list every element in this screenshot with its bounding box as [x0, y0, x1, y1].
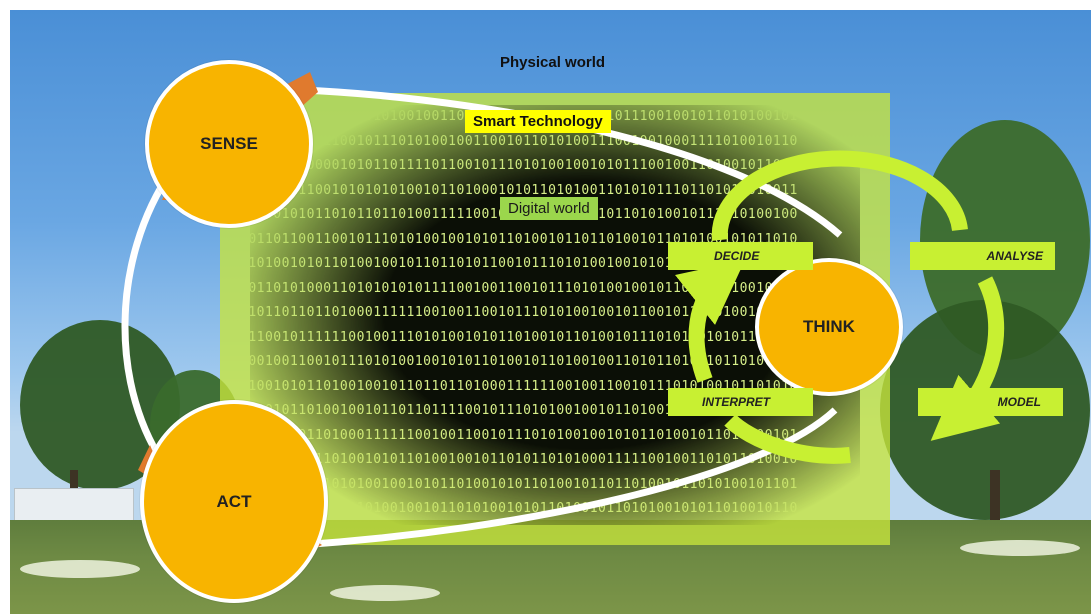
binary-text-row: 0101001011010001111110010011001011101010… [250, 427, 798, 443]
interpret-label: INTERPRET [702, 395, 771, 409]
tree-trunk [990, 470, 1000, 525]
binary-text-row: 1001001100101110101001001010110100101101… [250, 354, 798, 369]
interpret-tag: INTERPRET [668, 388, 813, 416]
analyse-tag: ANALYSE [910, 242, 1055, 270]
physical-world-label: Physical world [500, 54, 606, 71]
think-label: THINK [803, 317, 855, 336]
flowers [330, 585, 440, 601]
act-to-sense-arrow [121, 168, 175, 473]
binary-text-row: 1011011001010110100100101101010010101101… [250, 501, 798, 516]
binary-text-row: 0110010111111001001110101001010110100101… [250, 329, 798, 345]
act-node: ACT [140, 400, 328, 603]
binary-text-row: 0100101011010010010110110110100011111100… [250, 378, 798, 394]
arrow-head [272, 72, 318, 108]
sense-node: SENSE [145, 60, 313, 228]
think-to-act-arrow [299, 407, 838, 549]
think-node: THINK [755, 258, 903, 396]
sense-label: SENSE [200, 134, 258, 153]
binary-text-row: 1011010100011010101010111100100110010111… [250, 280, 798, 296]
binary-text-row: 1101101000001010110111101100101110101001… [250, 158, 798, 173]
act-label: ACT [216, 491, 252, 511]
digital-world-label: Digital world [500, 197, 598, 220]
cycle-arc-top [711, 150, 968, 241]
decide-label: DECIDE [714, 249, 760, 263]
farmhouse [14, 488, 134, 522]
cycle-arc-left [675, 259, 745, 383]
decide-tag: DECIDE [668, 242, 813, 270]
binary-text-row: 1010101101001001011011011110010111010100… [250, 403, 798, 418]
analyse-label: ANALYSE [986, 249, 1043, 263]
binary-text-row: 1010010101101001010110100100101101011010… [250, 452, 798, 467]
cycle-arc-bottom [724, 414, 851, 464]
model-tag: MODEL [918, 388, 1063, 416]
flowers [20, 560, 140, 578]
flowers [960, 540, 1080, 556]
model-label: MODEL [997, 395, 1041, 409]
binary-text-row: 1011011001100101110101001001010110100101… [250, 231, 798, 247]
binary-text-row: 0001111110010101010100101101000101011010… [250, 182, 798, 198]
binary-text-row: 0101001010110100100101101101011001011101… [250, 256, 798, 271]
binary-text-row: 1101101101101000111111001001100101110101… [250, 305, 798, 320]
smart-technology-label: Smart Technology [465, 110, 611, 133]
